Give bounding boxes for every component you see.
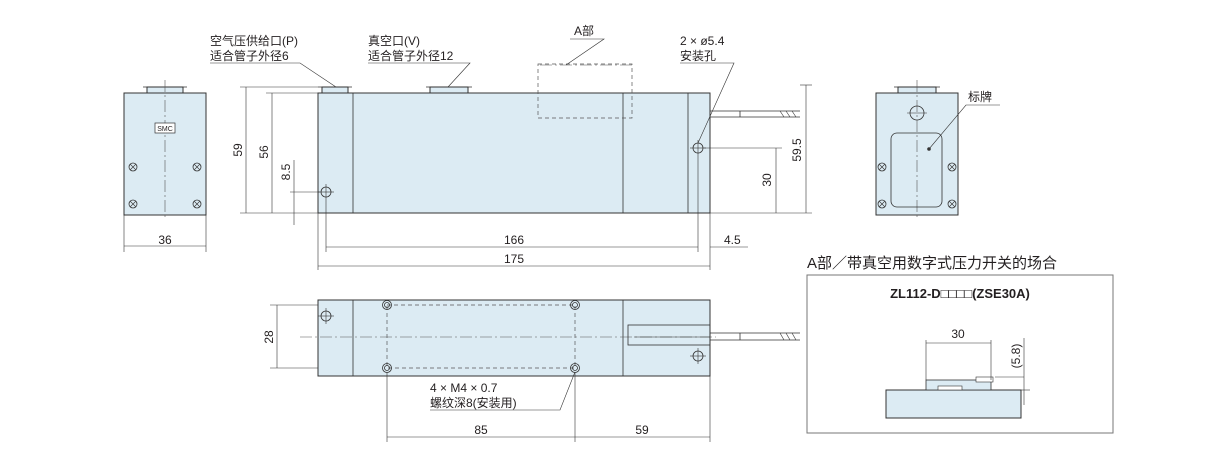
dim-59-bottom: 59	[635, 423, 649, 437]
detail-title: A部／带真空用数字式压力开关的场合	[807, 254, 1057, 272]
left-side-view: SMC 36	[123, 80, 207, 252]
detail-base	[885, 389, 1022, 419]
thread-holes	[382, 300, 580, 373]
nameplate-label: 标牌	[968, 90, 992, 104]
dim-28: 28	[262, 330, 276, 344]
air-port-label-1: 空气压供给口(P)	[210, 33, 298, 48]
right-side-view: 标牌	[875, 80, 1000, 220]
vac-port-label-2: 适合管子外径12	[368, 48, 454, 63]
thread-label-2: 螺纹深8(安装用)	[430, 395, 517, 410]
top-view-body	[317, 299, 711, 377]
top-view: 28 4 × M4 × 0.7 螺纹深8(安装用) 85 59	[262, 299, 800, 442]
detail-dim-30: 30	[951, 327, 965, 341]
smc-logo-box	[154, 122, 176, 134]
right-view-body	[875, 92, 959, 216]
dim-59-5: 59.5	[790, 138, 804, 162]
dim-56: 56	[257, 145, 271, 159]
dim-175: 175	[504, 252, 524, 266]
dim-59: 59	[231, 143, 245, 157]
dim-8-5: 8.5	[279, 163, 293, 180]
smc-logo-text: SMC	[157, 126, 173, 133]
nameplate-frame	[890, 132, 943, 208]
left-view-screw-icons	[128, 162, 202, 209]
front-view-body	[317, 92, 711, 214]
right-view-screw-icons	[877, 162, 957, 209]
mount-pattern	[386, 304, 576, 369]
dim-36: 36	[158, 233, 172, 247]
thread-label-1: 4 × M4 × 0.7	[430, 381, 498, 395]
dim-85: 85	[474, 423, 488, 437]
front-view: 空气压供给口(P) 适合管子外径6 真空口(V) 适合管子外径12 A部 2 ×…	[210, 23, 812, 270]
mount-hole-label-2: 安装孔	[680, 48, 716, 63]
air-port-label-2: 适合管子外径6	[210, 48, 289, 63]
dim-30: 30	[760, 173, 774, 187]
part-a-region	[537, 63, 633, 119]
detail-model: ZL112-D□□□□(ZSE30A)	[890, 286, 1030, 301]
detail-a: A部／带真空用数字式压力开关的场合 ZL112-D□□□□(ZSE30A) 30…	[806, 254, 1114, 434]
vac-port-label-1: 真空口(V)	[368, 34, 420, 48]
switch-slot	[627, 324, 711, 346]
dim-166: 166	[504, 233, 524, 247]
left-view-body	[123, 92, 207, 216]
dim-4-5: 4.5	[724, 233, 741, 247]
mount-hole-label-1: 2 × ø5.4	[680, 34, 725, 48]
detail-dim-5-8: (5.8)	[1009, 344, 1023, 369]
cable	[710, 110, 800, 118]
part-a-label: A部	[574, 23, 594, 38]
